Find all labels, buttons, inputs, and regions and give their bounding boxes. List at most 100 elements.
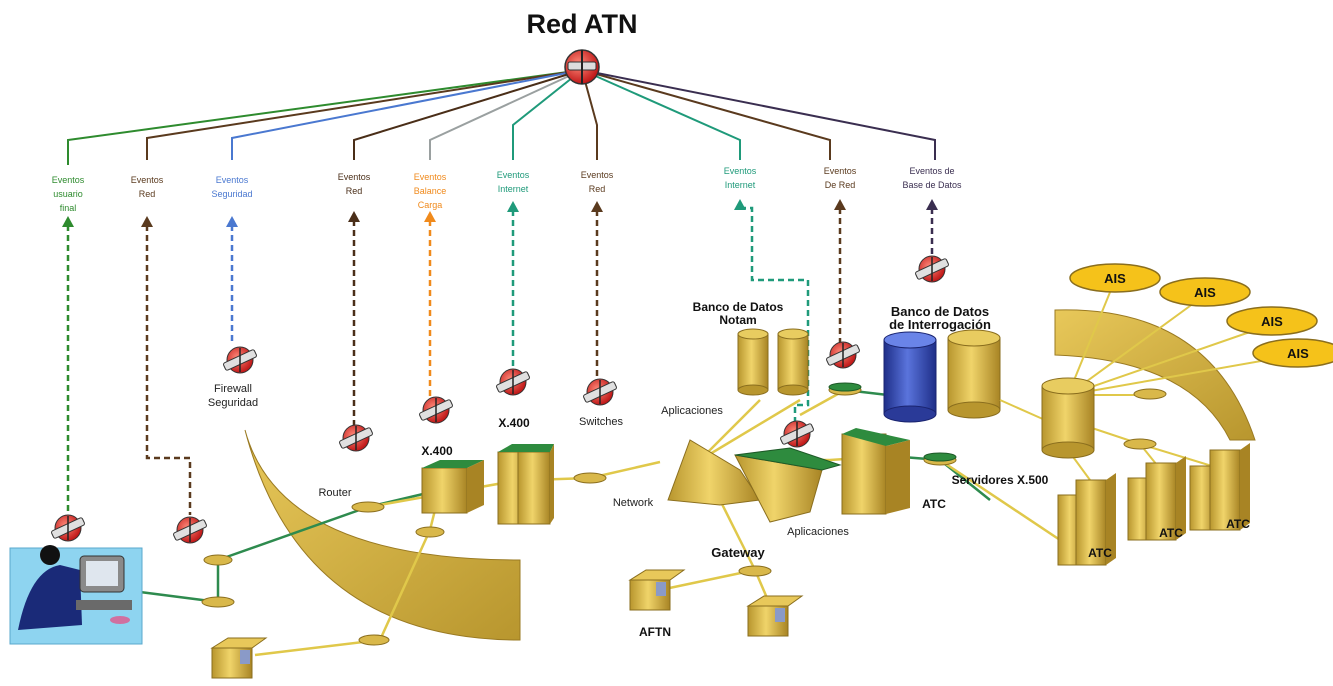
ais-nodes: AIS AIS AIS AIS	[1069, 263, 1333, 368]
probe-monitor-icon	[583, 378, 617, 406]
atc-tower-2	[1127, 456, 1186, 541]
event-label-8-line2: Internet	[725, 180, 756, 190]
event-arrow-4	[348, 211, 360, 222]
ais-label-4: AIS	[1287, 346, 1309, 361]
event-arrow-8	[734, 199, 746, 210]
label-servidores: Servidores X.500	[952, 473, 1049, 487]
event-label-10-line2: Base de Datos	[902, 180, 962, 190]
user-workstation	[9, 545, 143, 645]
central-monitor-icon	[564, 49, 600, 85]
ais-node-1	[1069, 263, 1161, 293]
event-label-2-line1: Eventos	[131, 175, 164, 185]
event-label-1-line3: final	[60, 203, 77, 213]
atc-center-server	[841, 428, 910, 515]
router-disks-center-green	[828, 382, 957, 462]
event-label-6-line2: Internet	[498, 184, 529, 194]
label-gateway: Gateway	[711, 545, 765, 560]
fan-lines	[67, 69, 936, 165]
event-label-3-line2: Seguridad	[211, 189, 252, 199]
x400-server-a	[421, 460, 484, 514]
event-label-9-line2: De Red	[825, 180, 856, 190]
gateway-terminal	[746, 595, 804, 637]
aplicaciones-block	[667, 439, 842, 523]
label-switches: Switches	[579, 416, 624, 428]
event-arrow-1	[62, 216, 74, 227]
label-atc-3: ATC	[1226, 517, 1250, 531]
event-line-2	[145, 225, 192, 515]
firewall-wall	[244, 429, 521, 641]
event-label-5-line2: Balance	[414, 186, 447, 196]
event-label-3-line1: Eventos	[216, 175, 249, 185]
probe-monitor-icon	[826, 341, 860, 369]
ais-label-3: AIS	[1261, 314, 1283, 329]
event-arrow-2	[141, 216, 153, 227]
label-network: Network	[613, 497, 654, 509]
x400-server-b	[497, 444, 554, 525]
x500-database	[1041, 377, 1095, 459]
event-label-6-line1: Eventos	[497, 170, 530, 180]
aftn-terminal	[628, 569, 686, 611]
terminal-left	[210, 637, 268, 679]
ais-node-3	[1226, 306, 1318, 336]
probe-monitor-icon	[419, 396, 453, 424]
probe-monitor-icon	[780, 420, 814, 448]
label-aplicaciones-bottom: Aplicaciones	[787, 526, 849, 538]
probe-monitor-icon	[915, 255, 949, 283]
interrogation-database	[883, 329, 1001, 423]
label-atc-2: ATC	[1159, 526, 1183, 540]
ais-label-1: AIS	[1104, 271, 1126, 286]
label-x400-a: X.400	[421, 444, 453, 458]
label-router: Router	[318, 487, 351, 499]
event-label-1-line2: usuario	[53, 189, 83, 199]
probe-monitor-icon	[51, 514, 85, 542]
label-atc-center: ATC	[922, 497, 946, 511]
ais-label-2: AIS	[1194, 285, 1216, 300]
event-arrow-3	[226, 216, 238, 227]
event-label-1-line1: Eventos	[52, 175, 85, 185]
event-label-4-line1: Eventos	[338, 172, 371, 182]
event-label-7-line2: Red	[589, 184, 606, 194]
label-firewall: Firewall	[214, 383, 252, 395]
label-interrog-2: de Interrogación	[889, 317, 991, 332]
label-x400-b: X.400	[498, 416, 530, 430]
event-lines	[62, 199, 938, 515]
router-disks-left	[201, 472, 607, 646]
label-interrog-1: Banco de Datos	[891, 304, 989, 319]
event-label-5-line3: Carga	[418, 200, 443, 210]
atc-tower-3	[1189, 443, 1250, 531]
label-seguridad: Seguridad	[208, 397, 258, 409]
event-arrow-7	[591, 201, 603, 212]
label-atc-1: ATC	[1088, 546, 1112, 560]
probe-monitor-icon	[223, 346, 257, 374]
label-notam-2: Notam	[719, 313, 756, 327]
diagram-title: Red ATN	[527, 9, 638, 39]
ais-wall	[1054, 309, 1256, 441]
event-line-8	[740, 206, 810, 430]
label-notam-1: Banco de Datos	[693, 300, 784, 314]
event-label-8-line1: Eventos	[724, 166, 757, 176]
notam-database	[737, 328, 809, 396]
atc-tower-1	[1057, 473, 1116, 566]
event-arrow-6	[507, 201, 519, 212]
label-aftn: AFTN	[639, 625, 671, 639]
event-arrow-5	[424, 211, 436, 222]
probe-monitor-icon	[496, 368, 530, 396]
event-label-9-line1: Eventos	[824, 166, 857, 176]
event-arrow-10	[926, 199, 938, 210]
probe-icons	[51, 255, 949, 544]
probe-monitor-icon	[173, 516, 207, 544]
event-label-2-line2: Red	[139, 189, 156, 199]
event-label-10-line1: Eventos de	[909, 166, 954, 176]
event-arrow-9	[834, 199, 846, 210]
router-disks-right	[1123, 388, 1167, 450]
probe-monitor-icon	[339, 424, 373, 452]
event-label-5-line1: Eventos	[414, 172, 447, 182]
label-aplicaciones-top: Aplicaciones	[661, 405, 723, 417]
event-label-4-line2: Red	[346, 186, 363, 196]
ais-node-2	[1159, 277, 1251, 307]
network-links-right	[999, 279, 1296, 481]
event-label-7-line1: Eventos	[581, 170, 614, 180]
ais-node-4	[1252, 338, 1333, 368]
